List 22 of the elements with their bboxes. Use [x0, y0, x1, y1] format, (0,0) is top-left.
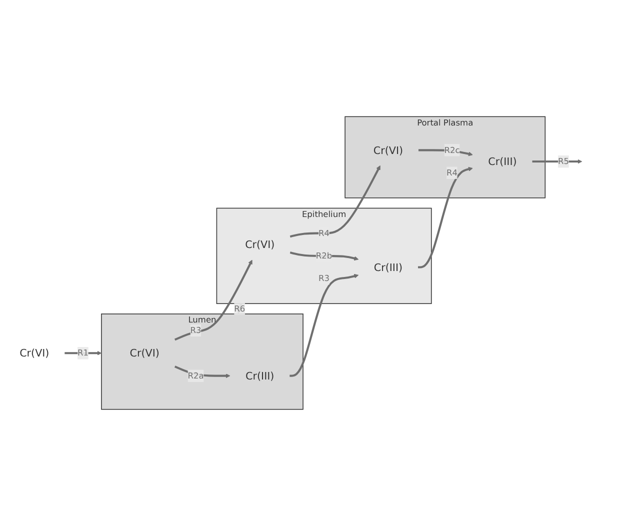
arrow [174, 260, 252, 341]
node-text: Cr(III) [488, 155, 517, 168]
edge-label: R1 [78, 348, 89, 358]
edge-label: R2c [444, 145, 460, 155]
edge-label: R4 [318, 228, 330, 238]
edge-label: R6 [234, 304, 246, 314]
edge-label: R5 [558, 156, 570, 166]
edge-label: R3 [318, 273, 330, 284]
node-text: Cr(VI) [20, 346, 50, 360]
arrow [290, 274, 359, 377]
edge-label: R2a [188, 370, 204, 380]
arrow [532, 159, 582, 164]
node-text: Cr(VI) [373, 144, 404, 156]
node-text: Cr(III) [374, 261, 403, 274]
arrow [290, 165, 380, 238]
node-text: Cr(VI) [245, 238, 275, 251]
edge-label: R3 [190, 325, 202, 336]
arrow [64, 350, 102, 356]
node-text: Cr(VI) [130, 346, 160, 360]
edge-label: R2b [316, 250, 332, 261]
node-text: Cr(III) [246, 370, 274, 382]
edge-label: R4 [446, 168, 458, 178]
